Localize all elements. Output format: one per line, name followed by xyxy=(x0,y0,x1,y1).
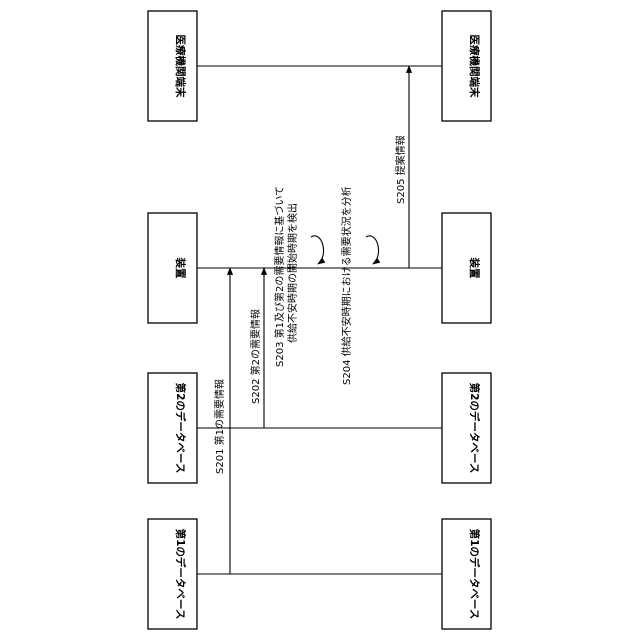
self-loop-s204 xyxy=(366,236,379,264)
participant-db2-right-label: 第2のデータベース xyxy=(468,383,481,474)
participant-terminal-left-label: 医療機関端末 xyxy=(174,35,187,98)
participant-device-right-label: 装置 xyxy=(468,257,481,279)
participant-device-left-label: 装置 xyxy=(174,257,187,279)
step-s204-label: S204 供給不安時期における需要状況を分析 xyxy=(340,186,353,385)
participant-terminal-left: 医療機関端末 xyxy=(148,11,197,121)
participant-db1-right-label: 第1のデータベース xyxy=(468,529,481,620)
participant-terminal-right-label: 医療機関端末 xyxy=(468,35,481,98)
participant-device-left: 装置 xyxy=(148,213,197,323)
participant-db1-right: 第1のデータベース xyxy=(442,519,491,629)
participant-db1-left: 第1のデータベース xyxy=(148,519,197,629)
participant-device-right: 装置 xyxy=(442,213,491,323)
self-loop-s203 xyxy=(311,236,324,264)
participant-db2-left-label: 第2のデータベース xyxy=(174,383,187,474)
participant-db2-right: 第2のデータベース xyxy=(442,373,491,483)
participant-terminal-right: 医療機関端末 xyxy=(442,11,491,121)
participant-db1-left-label: 第1のデータベース xyxy=(174,529,187,620)
step-s203-label-line2: 供給不安時期の開始時期を検出 xyxy=(286,203,299,343)
step-s203-label-line1: S203 第1及び第2の需要情報に基づいて xyxy=(273,186,286,367)
message-s205-label: S205 提案情報 xyxy=(394,135,407,204)
message-s202-label: S202 第2の需要情報 xyxy=(249,309,262,404)
participant-db2-left: 第2のデータベース xyxy=(148,373,197,483)
message-s201-label: S201 第1の需要情報 xyxy=(213,379,226,474)
